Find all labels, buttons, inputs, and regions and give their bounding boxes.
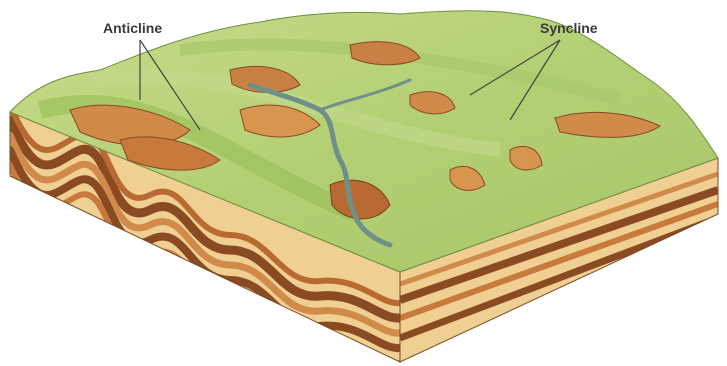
anticline-label: Anticline xyxy=(103,20,162,36)
syncline-label: Syncline xyxy=(540,20,598,36)
